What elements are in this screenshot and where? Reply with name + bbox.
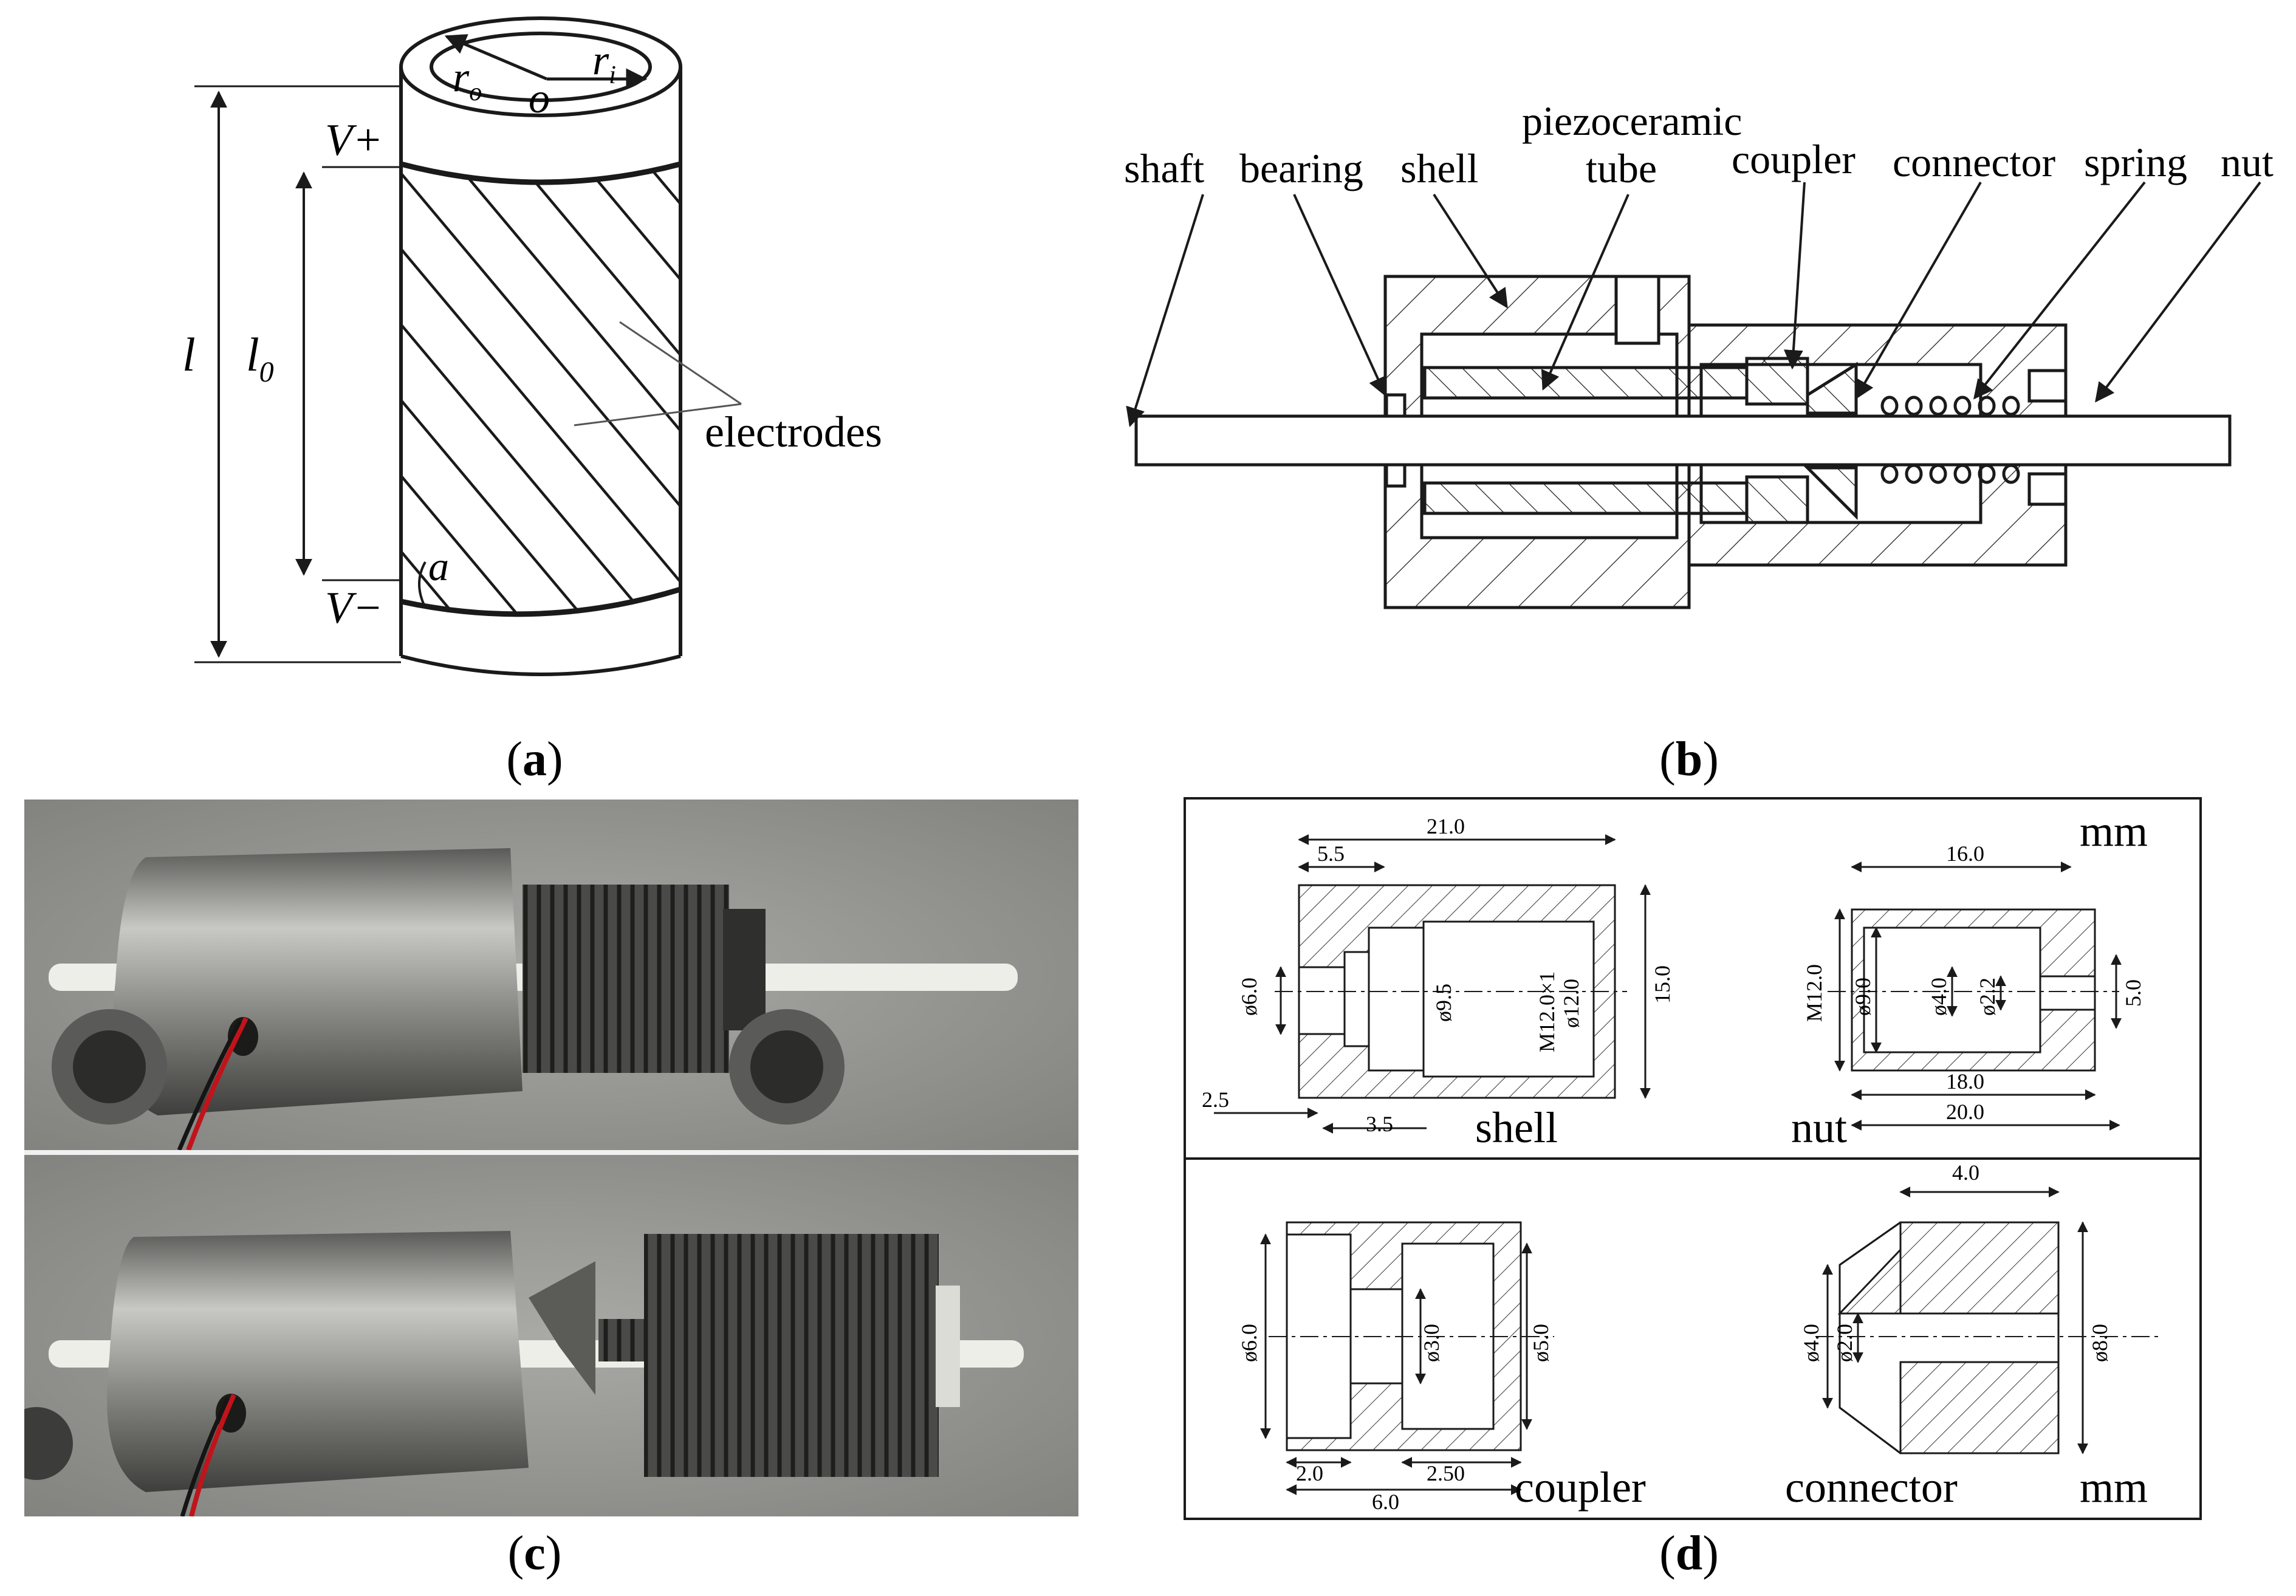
coupler-dim-6-dia: ø6.0 <box>1237 1324 1261 1362</box>
label-shell: shell <box>1400 145 1478 191</box>
shell-dim-3-5: 3.5 <box>1366 1112 1393 1136</box>
length-label: l <box>182 328 196 381</box>
caption-c: (c) <box>507 1527 562 1580</box>
connector-drawing <box>1815 1187 2162 1454</box>
label-bearing: bearing <box>1239 145 1363 191</box>
spring-coils <box>1880 396 2020 484</box>
shell-dim-6: ø6.0 <box>1237 978 1261 1016</box>
caption-a: (a) <box>506 733 563 786</box>
connector-dim-2-dia: ø2.0 <box>1832 1324 1857 1362</box>
connector-upper <box>1806 361 1858 415</box>
shell-drawing <box>1214 834 1651 1134</box>
shell-dim-5-5: 5.5 <box>1317 841 1345 866</box>
nut-name: nut <box>1791 1103 1847 1152</box>
coupler-dim-5-dia: ø5.0 <box>1529 1324 1553 1362</box>
coupler-dim-2-5: 2.50 <box>1427 1461 1465 1485</box>
electrode-hatch <box>401 164 680 614</box>
connector-dim-4: 4.0 <box>1952 1160 1979 1185</box>
unit-bottom: mm <box>2080 1463 2148 1512</box>
nut-dim-18: 18.0 <box>1946 1069 1984 1094</box>
v-plus-label: V+ <box>325 115 383 165</box>
label-coupler: coupler <box>1732 136 1856 182</box>
panel-a-piezo-tube-diagram: ro o ri l l0 V+ V− a electrodes <box>182 16 882 676</box>
coupler-dim-2: 2.0 <box>1296 1461 1323 1485</box>
nut-dim-m12: M12.0 <box>1802 964 1826 1022</box>
shell-dim-12: ø12.0 <box>1559 979 1583 1028</box>
caption-b: (b) <box>1659 733 1719 786</box>
shell-dim-2-5: 2.5 <box>1202 1087 1229 1112</box>
label-connector: connector <box>1893 139 2055 185</box>
length0-label: l0 <box>246 328 274 388</box>
angle-label: a <box>428 543 449 589</box>
bearing-upper <box>1385 393 1407 418</box>
nut-dim-16: 16.0 <box>1946 841 1984 866</box>
connector-lower <box>1803 466 1858 521</box>
label-spring: spring <box>2084 139 2187 185</box>
connector-name: connector <box>1785 1463 1958 1512</box>
coupler-dim-6: 6.0 <box>1372 1490 1399 1514</box>
label-piezoceramic: piezoceramic <box>1522 98 1742 144</box>
coupler-name: coupler <box>1515 1463 1646 1512</box>
label-tube: tube <box>1586 145 1657 191</box>
shell-dim-15: 15.0 <box>1650 965 1674 1004</box>
shaft <box>1134 414 2232 467</box>
coupler-lower <box>1745 475 1809 524</box>
label-nut: nut <box>2221 139 2274 185</box>
nut-dim-5: 5.0 <box>2121 979 2145 1007</box>
nut-dim-20: 20.0 <box>1946 1100 1984 1124</box>
panel-c-prototype-photos <box>24 800 1078 1516</box>
coupler-dim-3-dia: ø3.0 <box>1419 1324 1444 1362</box>
shell-dim-21: 21.0 <box>1427 814 1465 838</box>
piezo-tube-lower <box>1423 481 1749 515</box>
nut-drawing <box>1828 861 2122 1131</box>
bearing-lower <box>1385 463 1407 488</box>
photo-disassembled <box>24 1155 1078 1516</box>
shell-name: shell <box>1475 1103 1558 1152</box>
label-shaft: shaft <box>1124 145 1204 191</box>
caption-d: (d) <box>1659 1527 1719 1580</box>
shell-dim-m12: M12.0×1 <box>1535 971 1559 1052</box>
photo-assembled <box>24 800 1078 1151</box>
panel-b-motor-cross-section: shaft bearing shell piezoceramic tube co… <box>1124 98 2274 609</box>
electrodes-label: electrodes <box>705 408 882 456</box>
origin-label: o <box>529 75 550 122</box>
nut-dim-4: ø4.0 <box>1927 978 1951 1016</box>
coupler-upper <box>1745 357 1809 406</box>
r-outer-label: ro <box>453 54 482 106</box>
shell-dim-9-5: ø9.5 <box>1431 984 1456 1022</box>
connector-dim-8-dia: ø8.0 <box>2088 1324 2112 1362</box>
connector-dim-4-dia: ø4.0 <box>1799 1324 1823 1362</box>
v-minus-label: V− <box>325 583 383 633</box>
piezo-tube-upper <box>1423 366 1749 400</box>
coupler-drawing <box>1260 1221 1554 1495</box>
r-inner-label: ri <box>592 37 616 89</box>
unit-top: mm <box>2080 807 2148 855</box>
nut-dim-2-2: ø2.2 <box>1975 978 2000 1016</box>
nut-dim-9: ø9.0 <box>1851 978 1875 1016</box>
panel-d-part-drawings: mm mm 21.0 5.5 ø6.0 ø9.5 M12.0×1 ø12.0 1… <box>1184 797 2202 1520</box>
